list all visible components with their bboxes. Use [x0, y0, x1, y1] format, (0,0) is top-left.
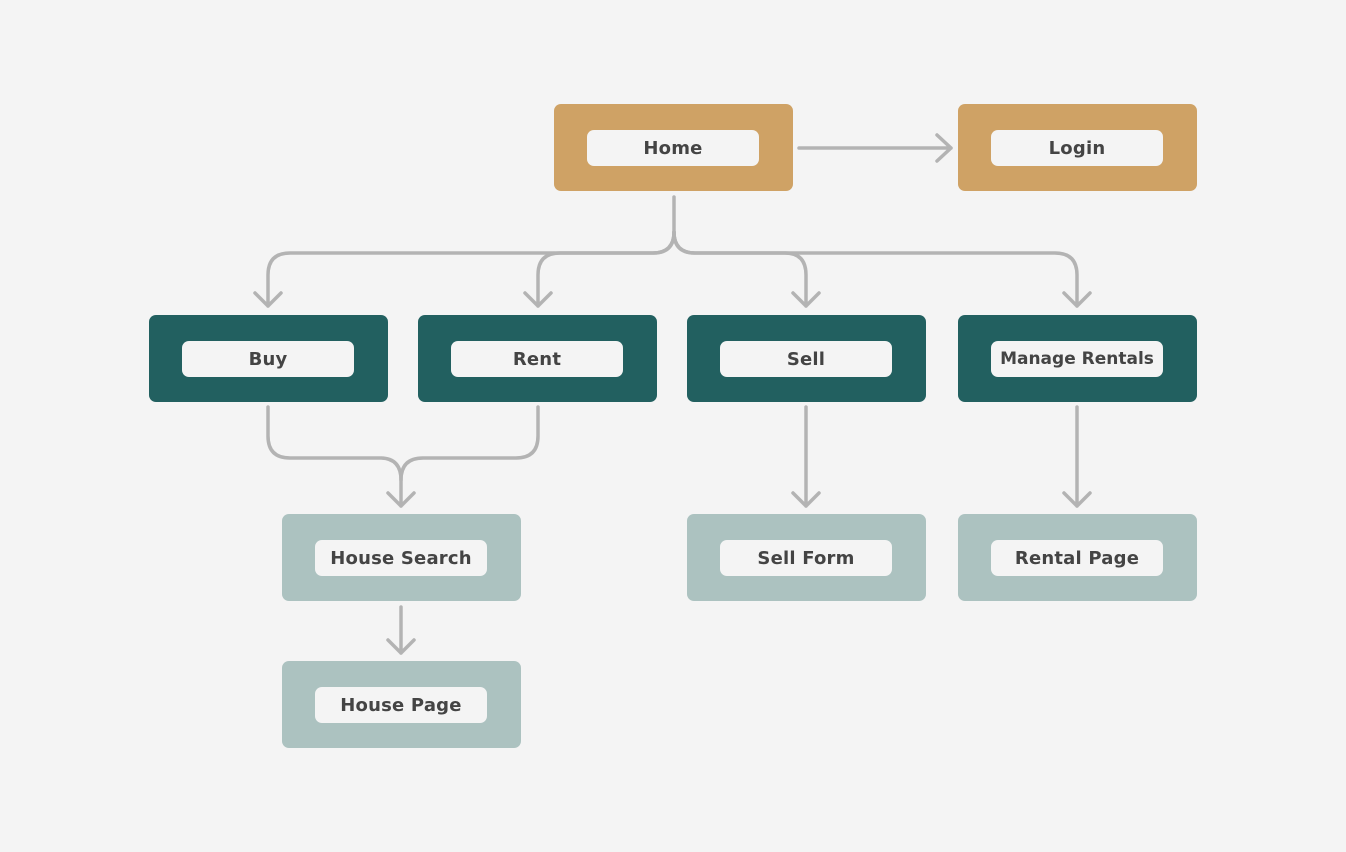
edge-home-manage-rentals	[672, 230, 1092, 308]
node-label: Rental Page	[991, 540, 1163, 576]
edge-home-login	[797, 133, 953, 163]
edge-sell-sell-form	[791, 405, 821, 508]
node-login: Login	[958, 104, 1197, 191]
node-rental-page: Rental Page	[958, 514, 1197, 601]
node-rent: Rent	[418, 315, 657, 402]
node-label: Sell Form	[720, 540, 892, 576]
node-label: House Page	[315, 687, 487, 723]
edge-manage-rentals-rental-page	[1062, 405, 1092, 508]
edge-rent-house-search	[399, 405, 540, 482]
edge-house-search-house-page	[386, 605, 416, 655]
edge-home-sell	[672, 230, 821, 308]
node-manage-rentals: Manage Rentals	[958, 315, 1197, 402]
node-label: Home	[587, 130, 759, 166]
node-home: Home	[554, 104, 793, 191]
edge-home-rent	[523, 230, 676, 308]
node-sell: Sell	[687, 315, 926, 402]
node-label: Login	[991, 130, 1163, 166]
node-label: Buy	[182, 341, 354, 377]
node-label: Rent	[451, 341, 623, 377]
node-buy: Buy	[149, 315, 388, 402]
node-house-search: House Search	[282, 514, 521, 601]
node-label: Manage Rentals	[991, 341, 1163, 377]
node-house-page: House Page	[282, 661, 521, 748]
node-sell-form: Sell Form	[687, 514, 926, 601]
node-label: Sell	[720, 341, 892, 377]
edge-buy-house-search	[266, 405, 416, 508]
node-label: House Search	[315, 540, 487, 576]
